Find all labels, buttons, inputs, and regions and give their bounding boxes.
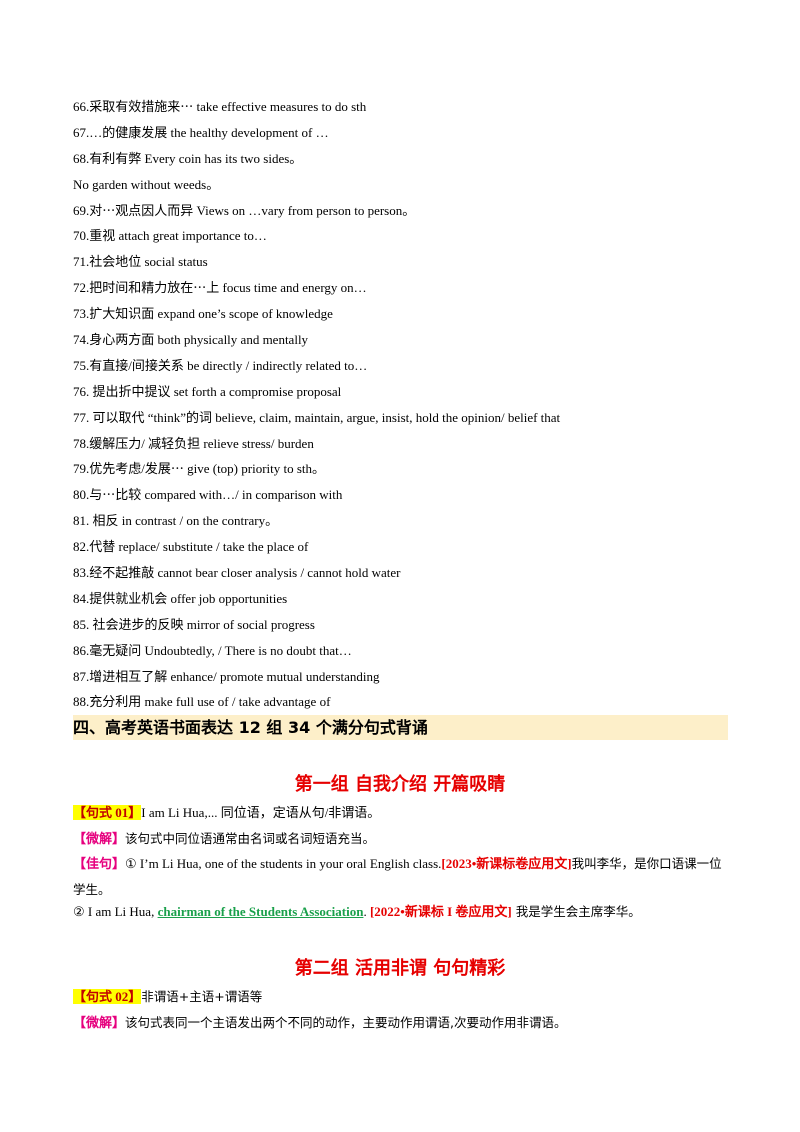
example-text: ② I am Li Hua, <box>73 904 158 919</box>
highlighted-appositive: chairman of the Students Association <box>157 904 364 919</box>
phrase-item: 75.有直接/间接关系 be directly / indirectly rel… <box>73 357 368 373</box>
group-1-pattern: 【句式 01】I am Li Hua,... 同位语，定语从句/非谓语。 <box>73 800 733 826</box>
phrase-item: 88.充分利用 make full use of / take advantag… <box>73 694 331 710</box>
pattern-tag: 【句式 01】 <box>73 805 142 820</box>
section-heading: 四、高考英语书面表达 12 组 34 个满分句式背诵 <box>73 715 728 740</box>
explain-tag: 【微解】 <box>73 831 126 846</box>
pattern-text: 非谓语+主语+谓语等 <box>141 989 263 1004</box>
pattern-text: I am Li Hua,... 同位语，定语从句/非谓语。 <box>141 805 381 820</box>
phrase-item: 69.对⋯观点因人而异 Views on …vary from person t… <box>73 202 416 218</box>
phrase-item: 70.重视 attach great importance to… <box>73 228 267 244</box>
phrase-item: 68.有利有弊 Every coin has its two sides。 <box>73 150 303 166</box>
example-tag: 【佳句】 <box>73 856 126 871</box>
phrase-item: 76. 提出折中提议 set forth a compromise propos… <box>73 383 342 399</box>
group-2-pattern: 【句式 02】非谓语+主语+谓语等 <box>73 984 733 1010</box>
group-1-title: 第一组 自我介绍 开篇吸睛 <box>294 774 506 795</box>
phrase-item: 73.扩大知识面 expand one’s scope of knowledge <box>73 306 333 322</box>
explain-text: 该句式表同一个主语发出两个不同的动作，主要动作用谓语,次要动作用非谓语。 <box>125 1015 567 1030</box>
phrase-item: 86.毫无疑问 Undoubtedly, / There is no doubt… <box>73 642 352 658</box>
explain-tag: 【微解】 <box>73 1015 126 1030</box>
source-label: [2022•新课标 I 卷应用文] <box>369 904 512 919</box>
phrase-item: 85. 社会进步的反映 mirror of social progress <box>73 616 315 632</box>
phrase-item: 66.采取有效措施来⋯ take effective measures to d… <box>73 99 367 114</box>
phrase-item: 67.…的健康发展 the healthy development of … <box>73 124 329 140</box>
phrase-item: 82.代替 replace/ substitute / take the pla… <box>73 539 309 555</box>
phrase-item: 71.社会地位 social status <box>73 254 208 270</box>
phrase-list: 66.采取有效措施来⋯ take effective measures to d… <box>73 94 733 715</box>
phrase-item: 80.与⋯比较 compared with…/ in comparison wi… <box>73 487 343 503</box>
phrase-item: 84.提供就业机会 offer job opportunities <box>73 590 288 606</box>
pattern-tag: 【句式 02】 <box>73 989 142 1004</box>
group-2-title: 第二组 活用非谓 句句精彩 <box>294 958 506 979</box>
explain-text: 该句式中同位语通常由名词或名词短语充当。 <box>125 831 376 846</box>
group-1-example-2: ② I am Li Hua, chairman of the Students … <box>73 899 733 925</box>
source-label: [2023•新课标卷应用文] <box>441 856 572 871</box>
example-translation: 我是学生会主席李华。 <box>511 904 641 919</box>
example-text-end: . <box>363 904 370 919</box>
group-1-example-1: 【佳句】① I’m Li Hua, one of the students in… <box>73 851 733 903</box>
phrase-item: 79.优先考虑/发展⋯ give (top) priority to sth。 <box>73 461 326 477</box>
group-1-explain: 【微解】该句式中同位语通常由名词或名词短语充当。 <box>73 826 733 852</box>
phrase-item: 74.身心两方面 both physically and mentally <box>73 332 309 348</box>
phrase-item: 78.缓解压力/ 减轻负担 relieve stress/ burden <box>73 435 314 451</box>
phrase-item: 81. 相反 in contrast / on the contrary。 <box>73 513 279 529</box>
phrase-item: 83.经不起推敲 cannot bear closer analysis / c… <box>73 565 401 581</box>
phrase-item: 87.增进相互了解 enhance/ promote mutual unders… <box>73 668 380 684</box>
example-translation: 我叫李华，是你口语课一位学生。 <box>73 856 722 897</box>
group-2-explain: 【微解】该句式表同一个主语发出两个不同的动作，主要动作用谓语,次要动作用非谓语。 <box>73 1010 733 1036</box>
example-text: ① I’m Li Hua, one of the students in you… <box>125 856 442 871</box>
phrase-item: No garden without weeds。 <box>73 176 220 192</box>
phrase-item: 77. 可以取代 “think”的词 believe, claim, maint… <box>73 409 561 425</box>
phrase-item: 72.把时间和精力放在⋯上 focus time and energy on… <box>73 280 367 296</box>
